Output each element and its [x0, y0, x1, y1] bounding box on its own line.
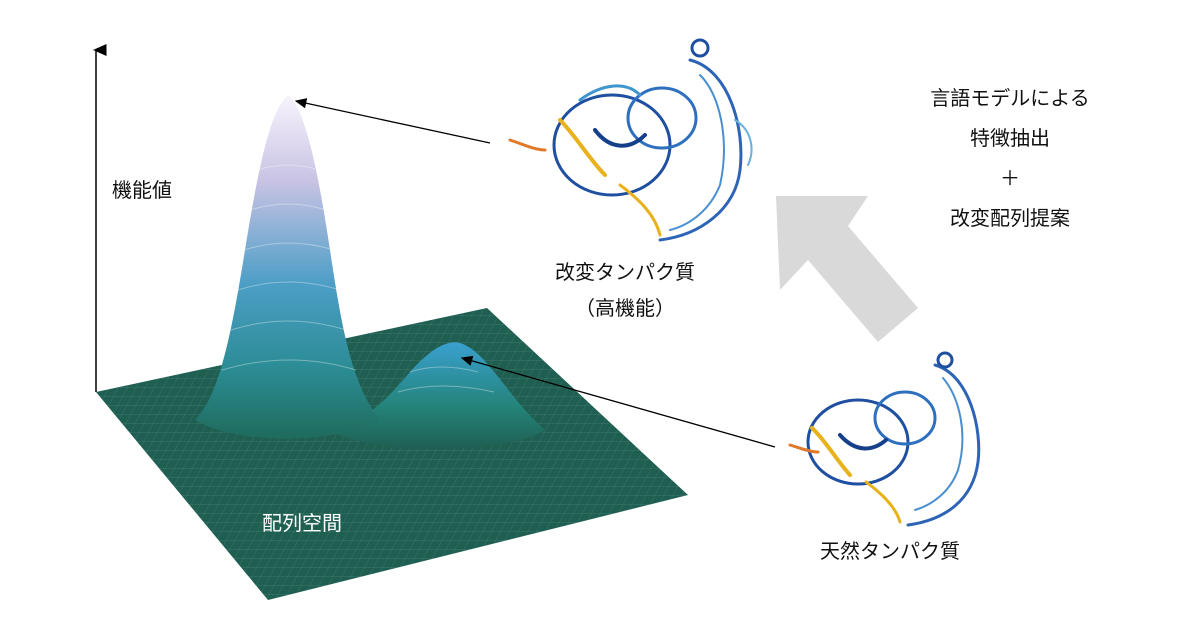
method-description: 言語モデルによる 特徴抽出 ＋ 改変配列提案 [860, 78, 1160, 238]
method-line-2: 特徴抽出 [970, 126, 1050, 150]
peak-contours [221, 164, 495, 393]
plane-grid [96, 308, 688, 600]
modified-protein-name: 改変タンパク質 [555, 260, 695, 284]
method-line-1: 言語モデルによる [930, 86, 1090, 110]
sequence-space-label: 配列空間 [262, 511, 342, 535]
y-axis-label: 機能値 [112, 178, 172, 202]
modified-protein-note: （高機能） [575, 296, 675, 320]
arrow-to-small-peak [460, 355, 776, 448]
improvement-arrow-icon [776, 196, 918, 342]
large-peak [195, 95, 380, 439]
arrow-to-large-peak [294, 98, 491, 144]
modified-protein-structure-icon [508, 38, 753, 242]
modified-protein-label: 改変タンパク質 （高機能） [515, 258, 735, 322]
small-peak [330, 342, 545, 449]
natural-protein-structure-icon [788, 351, 981, 527]
natural-protein-label: 天然タンパク質 [820, 539, 960, 563]
method-line-4: 改変配列提案 [950, 206, 1070, 230]
method-plus: ＋ [1000, 166, 1020, 190]
